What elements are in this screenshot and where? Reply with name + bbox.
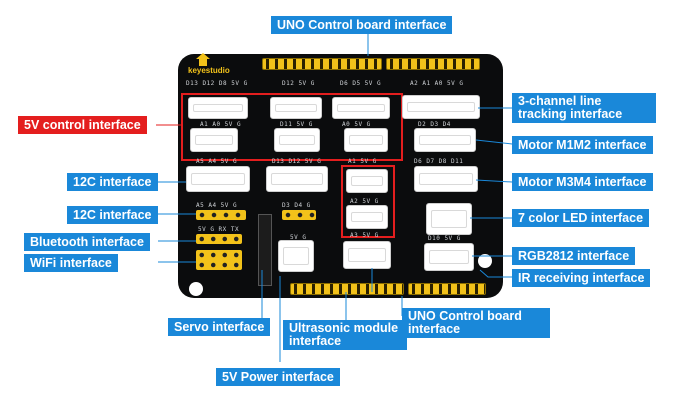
label-rgb2812: RGB2812 interface [512,247,636,265]
pin-label: D11 5V G [280,121,313,128]
connector [344,128,388,152]
connector [402,95,480,119]
pin-label: D13 D12 D8 5V G [186,80,248,87]
connector [188,97,248,119]
connector [346,205,388,229]
pin-label: D6 D7 D8 D11 [414,158,464,165]
connector [186,166,250,192]
connector [270,97,322,119]
label-motor-m1m2: Motor M1M2 interface [512,136,653,154]
five-v-control-highlight-2 [341,165,395,238]
label-wifi: WiFi interface [24,254,118,272]
connector [274,128,320,152]
pin-label: D2 D3 D4 [418,121,451,128]
connector [414,128,476,152]
label-3-channel: 3-channel line tracking interface [512,93,656,123]
label-uno-top: UNO Control board interface [271,16,453,34]
pin-label: 5V G RX TX [198,226,240,233]
mounting-hole [189,282,203,296]
connector [426,203,472,235]
connector [424,243,474,271]
connector [278,240,314,272]
pin-label: A5 A4 5V G [196,202,238,209]
i2c-pin-header [196,210,246,220]
label-ir-receiving: IR receiving interface [512,269,651,287]
label-i2c-1: 12C interface [67,173,158,191]
pin-label: D6 D5 5V G [340,80,382,87]
uno-header-top-right [386,58,480,70]
connector [266,166,328,192]
pin-label: A1 A0 5V G [200,121,242,128]
bluetooth-pin-header [196,234,242,244]
label-5v-power: 5V Power interface [216,368,340,386]
pin-label: A2 5V G [350,198,379,205]
mounting-hole [478,254,492,268]
uno-header-top-left [262,58,382,70]
label-servo: Servo interface [168,318,271,336]
label-ultrasonic: Ultrasonic module interface [283,320,407,350]
connector [346,169,388,193]
label-bluetooth: Bluetooth interface [24,233,150,251]
pin-label: A1 5V G [348,158,377,165]
uno-header-bottom-right [408,283,486,295]
pin-label: D3 D4 G [282,202,311,209]
connector [190,128,238,152]
pin-label: D12 5V G [282,80,315,87]
pin-label: A2 A1 A0 5V G [410,80,464,87]
pin-label: A0 5V G [342,121,371,128]
uno-header-bottom-left [290,283,404,295]
pin-label: 5V G [290,234,307,241]
brand-logo-text: keyestudio [188,66,230,75]
servo-pin-header [282,210,316,220]
pin-label: D13 D12 5V G [272,158,322,165]
keyestudio-logo-icon [196,53,210,66]
pin-label: A5 A4 5V G [196,158,238,165]
connector [332,97,390,119]
label-uno-bottom: UNO Control board interface [402,308,550,338]
label-motor-m3m4: Motor M3M4 interface [512,173,653,191]
pin-label: A3 5V G [350,232,379,239]
wifi-pin-header [196,250,242,270]
label-i2c-2: 12C interface [67,206,158,224]
ic-chip [258,214,272,286]
pin-label: D10 5V G [428,235,461,242]
five-v-control-highlight [181,93,403,161]
label-7-color-led: 7 color LED interface [512,209,650,227]
connector [343,241,391,269]
connector [414,166,478,192]
label-5v-control: 5V control interface [18,116,147,134]
